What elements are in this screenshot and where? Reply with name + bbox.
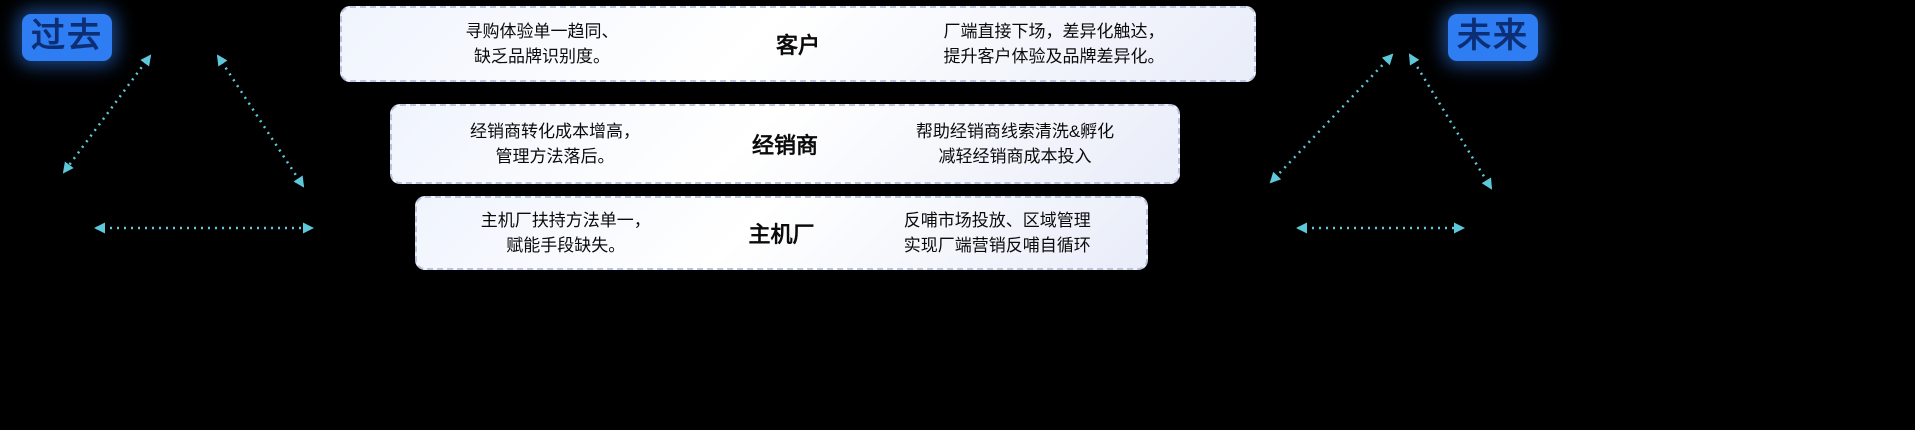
text-line: 提升客户体验及品牌差异化。 [943, 47, 1165, 66]
text-line: 减轻经销商成本投入 [938, 147, 1092, 166]
text-line: 厂端直接下场，差异化触达， [943, 21, 1165, 41]
text-line: 反哺市场投放、区域管理 [903, 210, 1091, 230]
customer-future-benefit-text: 厂端直接下场，差异化触达， 提升客户体验及品牌差异化。 [854, 19, 1254, 70]
row-dealer: 经销商转化成本增高， 管理方法落后。 经销商 帮助经销商线索清洗&孵化 减轻经销… [390, 104, 1180, 184]
dealer-future-benefit-text: 帮助经销商线索清洗&孵化 减轻经销商成本投入 [852, 119, 1178, 170]
text-line: 赋能手段缺失。 [506, 236, 626, 255]
customer-past-pain-text: 寻购体验单一趋同、 缺乏品牌识别度。 [342, 19, 742, 70]
past-triangle-arrows-icon [62, 54, 314, 234]
row-dealer-title: 经销商 [751, 133, 818, 158]
future-triangle-arrows-icon [1269, 53, 1493, 234]
text-line: 帮助经销商线索清洗&孵化 [915, 121, 1115, 141]
text-line: 管理方法落后。 [495, 147, 615, 166]
row-oem: 主机厂扶持方法单一， 赋能手段缺失。 主机厂 反哺市场投放、区域管理 实现厂端营… [415, 196, 1148, 270]
text-line: 实现厂端营销反哺自循环 [903, 236, 1091, 255]
text-line: 主机厂扶持方法单一， [480, 210, 651, 230]
past-label: 过去 [22, 14, 112, 62]
oem-future-benefit-text: 反哺市场投放、区域管理 实现厂端营销反哺自循环 [849, 208, 1147, 259]
text-line: 经销商转化成本增高， [469, 121, 640, 141]
oem-past-pain-text: 主机厂扶持方法单一， 赋能手段缺失。 [417, 208, 714, 259]
text-line: 缺乏品牌识别度。 [473, 47, 610, 66]
dealer-past-pain-text: 经销商转化成本增高， 管理方法落后。 [392, 119, 718, 170]
text-line: 寻购体验单一趋同、 [465, 21, 619, 41]
row-oem-title: 主机厂 [748, 222, 815, 247]
future-label: 未来 [1448, 14, 1538, 62]
row-customer-title: 客户 [775, 33, 820, 58]
row-customer: 寻购体验单一趋同、 缺乏品牌识别度。 客户 厂端直接下场，差异化触达， 提升客户… [340, 6, 1256, 82]
